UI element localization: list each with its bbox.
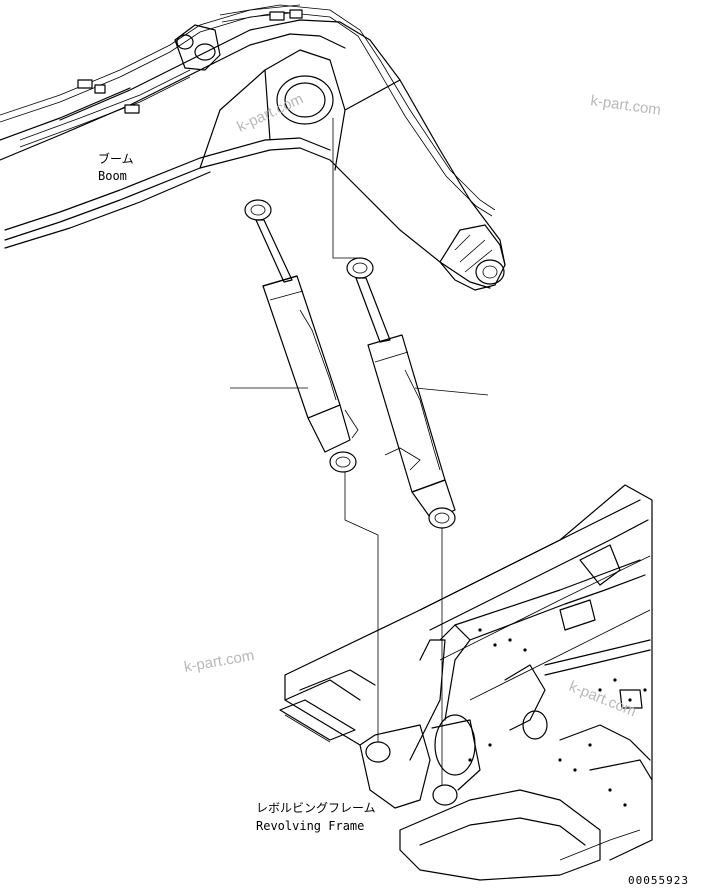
boom-label-jp: ブーム bbox=[98, 151, 134, 166]
boom-cylinder-left bbox=[244, 199, 359, 473]
revolving-frame-drawing bbox=[279, 484, 653, 881]
watermark-k-part: k-part.com bbox=[183, 647, 256, 676]
leader-lines bbox=[230, 118, 489, 785]
watermark-k-part: k-part.com bbox=[567, 678, 639, 720]
revolving-frame-label-jp: レボルビングフレーム bbox=[256, 801, 376, 815]
boom-cylinder-right bbox=[346, 257, 456, 529]
boom-drawing bbox=[0, 4, 506, 291]
boom-label-en: Boom bbox=[98, 169, 127, 183]
watermark-k-part: k-part.com bbox=[235, 90, 306, 135]
revolving-frame-label-en: Revolving Frame bbox=[256, 819, 364, 833]
drawing-number: 00055923 bbox=[628, 874, 689, 887]
watermark-k-part: k-part.com bbox=[589, 92, 662, 119]
